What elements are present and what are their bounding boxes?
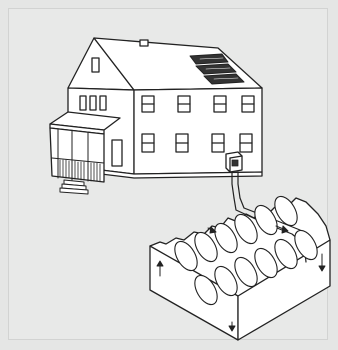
coil-loop	[194, 274, 218, 306]
coil-loop	[174, 240, 198, 272]
window	[89, 95, 97, 111]
lower-windows	[141, 133, 253, 153]
heat-pump-unit-icon	[225, 151, 243, 173]
coil-loop	[294, 229, 318, 261]
door	[111, 139, 123, 167]
supply-pipes	[231, 171, 241, 199]
coil-loop	[194, 231, 218, 263]
ground-side-face	[237, 239, 331, 341]
coil-row-lower	[194, 229, 318, 306]
coil-loop	[254, 247, 278, 279]
coil-loop	[254, 204, 278, 236]
porch-wall	[49, 127, 105, 183]
window	[99, 95, 107, 111]
porch-steps	[59, 179, 89, 195]
chimney	[139, 39, 149, 47]
upper-windows	[141, 95, 255, 113]
coil-loop	[214, 265, 238, 297]
porch	[49, 111, 123, 195]
coil-loop	[274, 238, 298, 270]
attic-window	[91, 57, 100, 73]
coil-row-upper	[174, 195, 298, 272]
coil-loop	[214, 222, 238, 254]
coil-loop	[234, 213, 258, 245]
porch-railing	[59, 159, 101, 182]
solar-panel-icon	[189, 53, 245, 85]
coil-loop	[274, 195, 298, 227]
flow-arrow-icon	[156, 225, 326, 332]
window	[79, 95, 87, 111]
coil-loop	[234, 256, 258, 288]
house-wall-side	[133, 87, 263, 175]
